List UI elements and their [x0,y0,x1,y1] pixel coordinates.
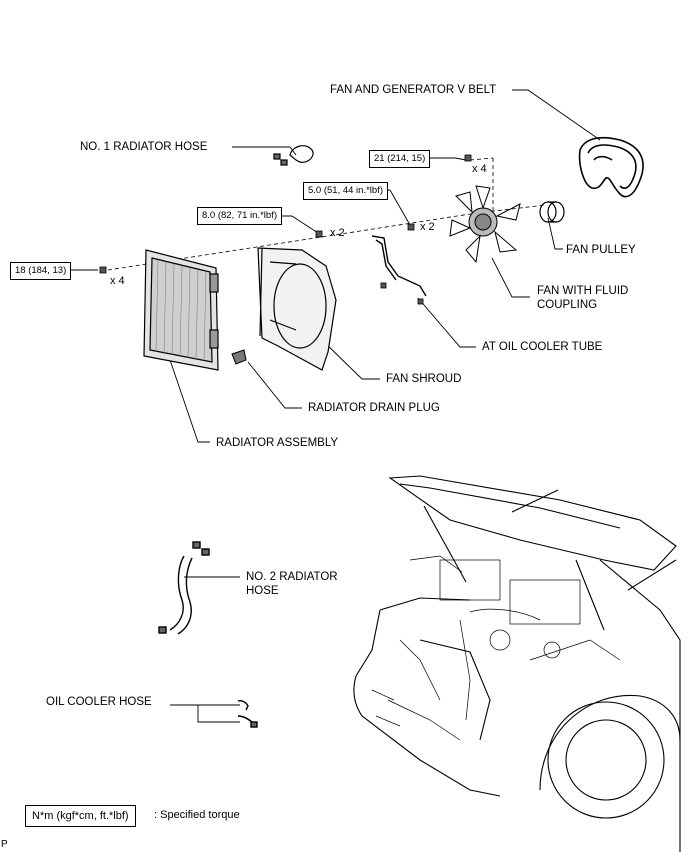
label-fan-fluid-coupling-line2: COUPLING [537,299,598,311]
qty-shroud-bolts: x 2 [330,227,345,239]
drain-plug-shape [231,349,247,365]
torque-box-18: 18 (184, 13) [10,262,72,280]
assembly-axis [107,157,546,271]
fan-pulley-shape [539,201,565,223]
label-radiator-drain-plug: RADIATOR DRAIN PLUG [308,402,440,414]
vehicle-outline [353,475,681,852]
legend-specified-torque: : Specified torque [154,809,240,821]
label-no2-radiator-hose-line2: HOSE [246,585,279,597]
qty-radiator-bolts: x 4 [110,275,125,287]
oil-cooler-hose-shape [237,700,258,728]
radiator-hose-1-shape [273,145,314,166]
qty-tube-bolts: x 2 [420,221,435,233]
label-fan-generator-v-belt: FAN AND GENERATOR V BELT [330,84,497,96]
label-fan-shroud: FAN SHROUD [386,373,462,385]
legend-torque-box: N*m (kgf*cm, ft.*lbf) [25,805,136,827]
label-at-oil-cooler-tube: AT OIL COOLER TUBE [482,341,603,353]
v-belt-shape [578,136,644,198]
torque-box-5: 5.0 (51, 44 in.*lbf) [303,182,388,200]
label-no2-radiator-hose-line1: NO. 2 RADIATOR [246,571,338,583]
label-fan-pulley: FAN PULLEY [566,244,636,256]
radiator-shape [143,249,219,371]
fan-coupling-shape [449,185,521,264]
label-radiator-assembly: RADIATOR ASSEMBLY [216,437,339,449]
label-fan-fluid-coupling-line1: FAN WITH FLUID [537,285,629,297]
radiator-hose-2-shape [158,541,210,635]
bolts [99,154,472,305]
corner-mark: P [1,839,8,850]
torque-box-21: 21 (214, 15) [369,150,431,168]
qty-fan-bolts: x 4 [472,163,487,175]
fan-shroud-shape [257,247,337,371]
oil-cooler-tube-shape [371,235,427,297]
torque-box-8: 8.0 (82, 71 in.*lbf) [197,207,282,225]
label-oil-cooler-hose: OIL COOLER HOSE [46,696,152,708]
label-no1-radiator-hose: NO. 1 RADIATOR HOSE [80,141,208,153]
